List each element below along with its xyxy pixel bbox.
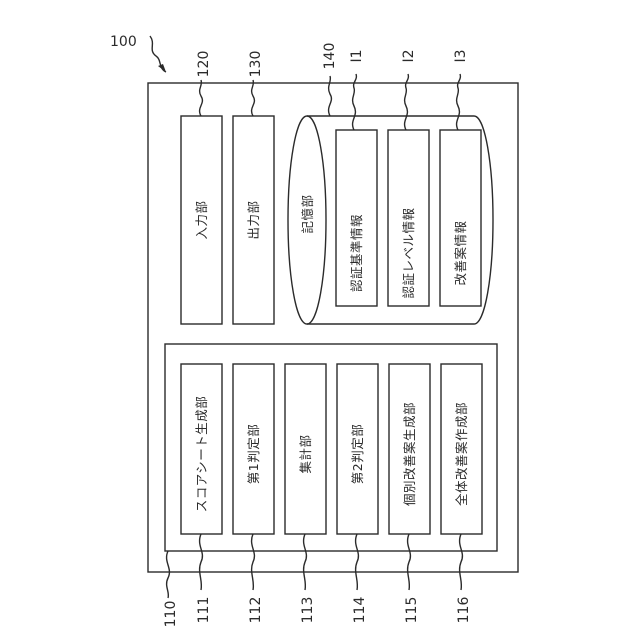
storage-item-ref: I2 [401, 49, 417, 62]
controller-ref: 110 [163, 601, 179, 628]
unit-label: 個別改善案生成部 [402, 402, 417, 506]
unit-ref: 115 [404, 597, 420, 624]
system-ref-arrowhead [158, 64, 166, 72]
storage-ref: 140 [322, 43, 338, 70]
storage-item-label: 改善案情報 [453, 220, 468, 285]
unit-label: 集計部 [298, 434, 313, 473]
output-unit-label: 出力部 [246, 200, 261, 239]
unit-label: 第1判定部 [246, 424, 261, 484]
unit-label: 第2判定部 [350, 424, 365, 484]
storage-item-label: 認証レベル情報 [401, 207, 416, 298]
system-ref: 100 [110, 34, 137, 50]
unit-label: スコアシート生成部 [194, 396, 209, 513]
storage-item-ref: I3 [453, 49, 469, 62]
input-unit-label: 入力部 [194, 200, 209, 239]
unit-ref: 113 [300, 597, 316, 624]
input-unit-ref: 120 [196, 51, 212, 78]
output-unit-ref: 130 [248, 51, 264, 78]
storage-label: 記憶部 [300, 194, 315, 233]
storage-item-label: 認証基準情報 [349, 214, 364, 292]
unit-label: 全体改善案作成部 [454, 402, 469, 506]
unit-ref: 111 [196, 597, 212, 624]
unit-ref: 112 [248, 597, 264, 624]
unit-ref: 116 [456, 597, 472, 624]
unit-ref: 114 [352, 597, 368, 624]
storage-item-ref: I1 [349, 49, 365, 62]
